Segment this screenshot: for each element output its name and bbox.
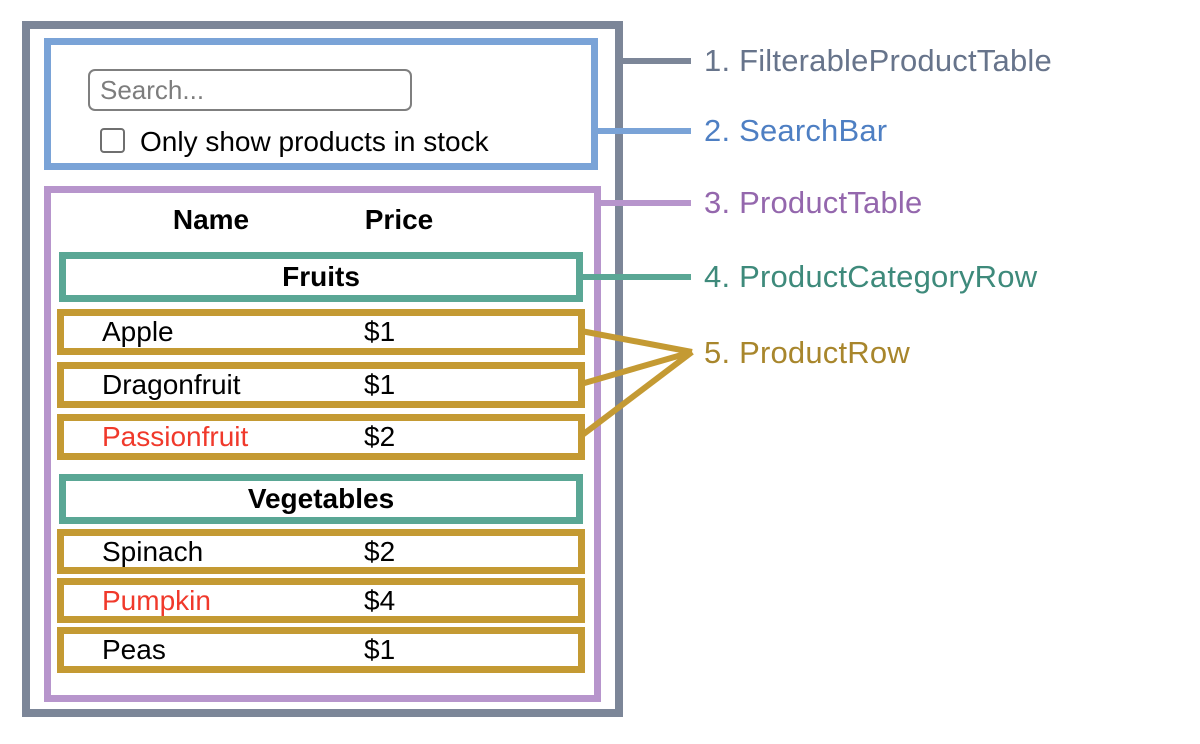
legend-product-row: 5. ProductRow xyxy=(704,335,910,370)
product-row-pumpkin: Pumpkin $4 xyxy=(57,578,585,623)
product-price: $1 xyxy=(364,369,396,400)
product-row-dragonfruit: Dragonfruit $1 xyxy=(57,362,585,408)
in-stock-checkbox[interactable] xyxy=(100,128,125,153)
product-price: $2 xyxy=(364,535,396,567)
legend-product-category-row: 4. ProductCategoryRow xyxy=(704,259,1038,294)
product-name: Pumpkin xyxy=(102,584,211,616)
legend-product-table: 3. ProductTable xyxy=(704,185,923,220)
product-name: Passionfruit xyxy=(102,421,249,452)
product-price: $2 xyxy=(364,421,396,452)
product-row-spinach: Spinach $2 xyxy=(57,529,585,574)
legend-search-bar: 2. SearchBar xyxy=(704,113,888,148)
category-label: Fruits xyxy=(282,261,360,292)
product-name: Peas xyxy=(102,634,166,665)
category-row-fruits: Fruits xyxy=(59,252,583,302)
category-label: Vegetables xyxy=(247,483,395,514)
product-row-apple: Apple $1 xyxy=(57,309,585,355)
product-row-passionfruit: Passionfruit $2 xyxy=(57,414,585,460)
product-name: Dragonfruit xyxy=(102,369,241,400)
in-stock-checkbox-label: Only show products in stock xyxy=(140,126,489,157)
product-name: Spinach xyxy=(102,535,204,567)
column-header-name: Name xyxy=(172,204,250,235)
product-price: $1 xyxy=(364,316,396,347)
category-row-vegetables: Vegetables xyxy=(59,474,583,524)
column-header-price: Price xyxy=(364,204,434,235)
product-name: Apple xyxy=(102,316,174,347)
search-input[interactable] xyxy=(88,69,412,111)
legend-filterable-product-table: 1. FilterableProductTable xyxy=(704,43,1052,78)
product-price: $4 xyxy=(364,584,396,616)
product-price: $1 xyxy=(364,634,396,665)
product-row-peas: Peas $1 xyxy=(57,627,585,673)
